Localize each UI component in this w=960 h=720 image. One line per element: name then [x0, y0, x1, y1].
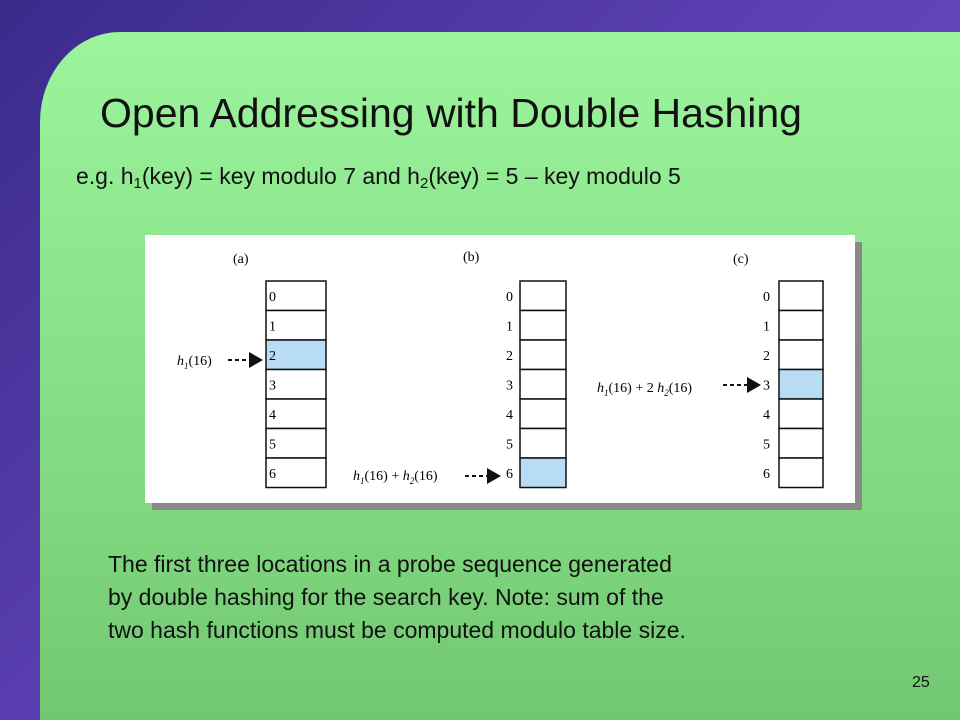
table-index-label: 0: [506, 290, 513, 305]
table-index-label: 2: [269, 349, 276, 364]
pointer-c-h: h: [597, 381, 604, 396]
table-cell: [519, 339, 567, 371]
formula-prefix: e.g. h: [76, 163, 134, 189]
table-cell: [519, 398, 567, 430]
table-index-label: 5: [506, 438, 513, 453]
table-cell: [778, 339, 824, 371]
panel-c-cells: [778, 280, 824, 489]
panel-a-label: (a): [233, 252, 249, 267]
formula-mid: (key) = key modulo 7 and h: [141, 163, 420, 189]
pointer-b-mid: (16) +: [365, 469, 403, 484]
table-cell: [778, 457, 824, 489]
figure-caption: The first three locations in a probe seq…: [108, 548, 928, 647]
table-index-label: 0: [763, 290, 770, 305]
table-cell: [265, 398, 327, 430]
table-index-label: 1: [763, 320, 770, 335]
panel-c-indices: 0 1 2 3 4 5 6: [763, 290, 770, 482]
table-cell-highlighted: [265, 339, 327, 371]
caption-line-1: The first three locations in a probe seq…: [108, 551, 672, 577]
table-index-label: 5: [763, 438, 770, 453]
pointer-c-sub1: 1: [604, 388, 609, 398]
panel-b-label: (b): [463, 250, 480, 265]
table-index-label: 2: [763, 349, 770, 364]
table-cell: [778, 280, 824, 312]
table-cell: [519, 427, 567, 459]
table-index-label: 4: [763, 408, 770, 423]
table-cell: [265, 457, 327, 489]
panel-b-pointer-label: h1(16) + h2(16): [353, 469, 438, 486]
table-cell: [519, 280, 567, 312]
table-index-label: 4: [269, 408, 276, 423]
hash-formula: e.g. h1(key) = key modulo 7 and h2(key) …: [76, 163, 946, 192]
table-index-label: 3: [269, 379, 276, 394]
panel-c-label: (c): [733, 252, 749, 267]
table-cell: [519, 368, 567, 400]
table-cell: [265, 427, 327, 459]
table-cell: [778, 427, 824, 459]
table-index-label: 2: [506, 349, 513, 364]
table-cell: [519, 309, 567, 341]
table-cell: [778, 309, 824, 341]
pointer-c-h2: h: [657, 381, 664, 396]
table-cell-highlighted: [778, 368, 824, 400]
table-index-label: 6: [269, 467, 276, 482]
panel-b-cells: [519, 280, 567, 489]
pointer-b-rest: (16): [414, 469, 438, 484]
slide-title: Open Addressing with Double Hashing: [100, 90, 802, 136]
caption-line-3: two hash functions must be computed modu…: [108, 617, 686, 643]
pointer-c-sub2: 2: [664, 388, 669, 398]
panel-a-pointer-label: h1(16): [177, 354, 212, 371]
table-index-label: 1: [506, 320, 513, 335]
table-index-label: 4: [506, 408, 513, 423]
table-index-label: 1: [269, 320, 276, 335]
pointer-b-h2: h: [403, 469, 410, 484]
pointer-c-rest: (16): [669, 381, 693, 396]
panel-b-indices: 0 1 2 3 4 5 6: [506, 290, 513, 482]
formula-sub-1: 1: [133, 175, 142, 192]
table-cell: [778, 398, 824, 430]
page-number: 25: [912, 674, 930, 691]
formula-suffix: (key) = 5 – key modulo 5: [428, 163, 681, 189]
panel-a-cells: [265, 280, 327, 489]
table-index-label: 0: [269, 290, 276, 305]
caption-line-2: by double hashing for the search key. No…: [108, 584, 664, 610]
pointer-b-sub2: 2: [410, 476, 415, 486]
table-index-label: 5: [269, 438, 276, 453]
table-cell: [265, 309, 327, 341]
panel-a-indices: 0 1 2 3 4 5 6: [269, 290, 276, 482]
pointer-b-h: h: [353, 469, 360, 484]
table-index-label: 3: [763, 379, 770, 394]
table-index-label: 3: [506, 379, 513, 394]
table-cell-highlighted: [519, 457, 567, 489]
panel-c-pointer-label: h1(16) + 2 h2(16): [597, 381, 692, 398]
pointer-b-sub1: 1: [360, 476, 365, 486]
table-index-label: 6: [763, 467, 770, 482]
pointer-c-mid: (16) + 2: [609, 381, 658, 396]
pointer-a-h: h: [177, 354, 184, 369]
pointer-a-rest: (16): [189, 354, 213, 369]
pointer-a-sub1: 1: [184, 361, 189, 371]
formula-sub-2: 2: [419, 175, 429, 192]
table-index-label: 6: [506, 467, 513, 482]
